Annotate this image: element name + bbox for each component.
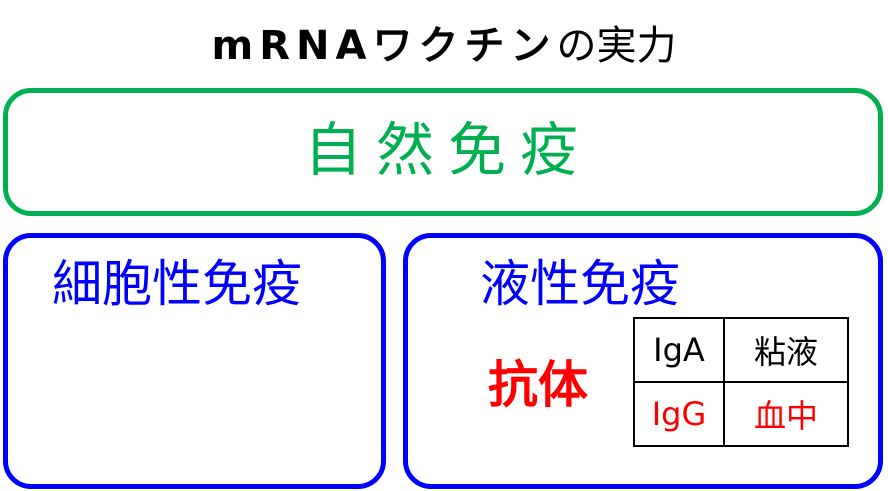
innate-immunity-label: 自然免疫	[303, 116, 592, 184]
antibody-location: 粘液	[723, 317, 849, 383]
cellular-immunity-label: 細胞性免疫	[52, 255, 302, 313]
title-rest: の実力	[556, 23, 677, 69]
page-title: mRNAワクチンの実力	[0, 18, 888, 74]
innate-immunity-box: 自然免疫	[3, 88, 883, 216]
antibody-type: IgA	[633, 317, 725, 383]
antibody-type: IgG	[633, 381, 725, 447]
humoral-immunity-box: 液性免疫	[403, 233, 883, 489]
humoral-immunity-label: 液性免疫	[480, 255, 680, 313]
title-bold: mRNAワクチン	[211, 23, 557, 69]
table-row: IgA 粘液	[633, 317, 849, 383]
table-row: IgG 血中	[633, 381, 849, 447]
antibody-table: IgA 粘液 IgG 血中	[633, 317, 849, 447]
cellular-immunity-box: 細胞性免疫	[3, 233, 386, 489]
antibody-location: 血中	[723, 381, 849, 447]
antibody-label: 抗体	[488, 356, 588, 414]
